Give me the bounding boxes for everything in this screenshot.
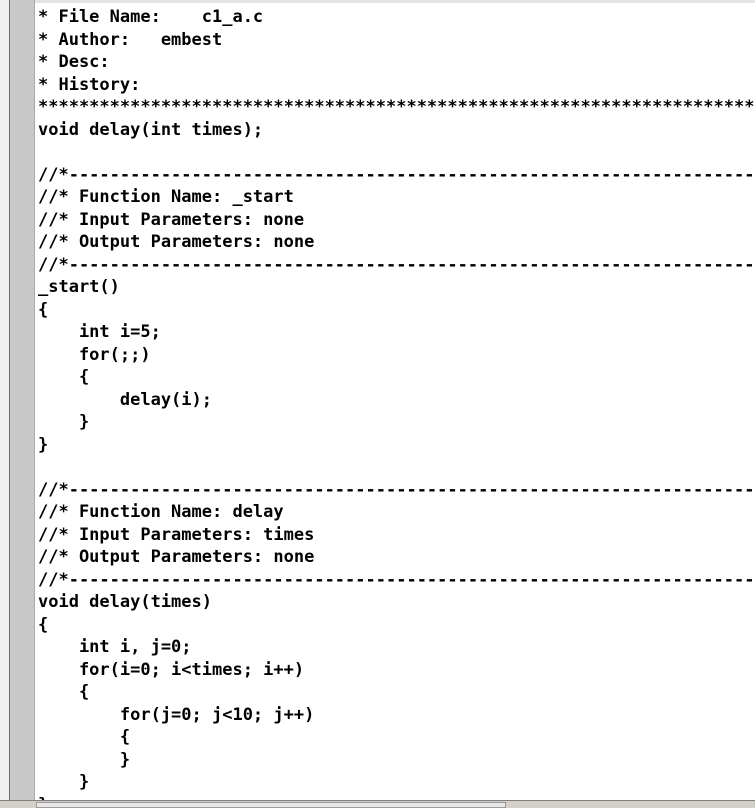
code-line[interactable]: //* Function Name: delay — [38, 502, 284, 522]
window-left-edge — [9, 0, 10, 808]
code-line[interactable]: //*-------------------------------------… — [38, 479, 755, 500]
code-line[interactable]: int i, j=0; — [38, 637, 192, 657]
code-line[interactable]: } — [38, 749, 131, 770]
code-line[interactable]: { — [38, 682, 90, 702]
window-top-border — [0, 0, 755, 3]
code-line[interactable]: for(i=0; i<times; i++) — [38, 659, 305, 680]
code-content[interactable]: * File Name: c1_a.c* Author: embest* Des… — [38, 6, 755, 800]
code-line[interactable]: //* Output Parameters: none — [38, 232, 315, 252]
code-line[interactable]: void delay(int times); — [38, 119, 264, 140]
window-left-border — [0, 0, 9, 808]
code-line[interactable]: * History: — [38, 74, 141, 95]
gutter-divider — [34, 0, 35, 808]
code-line[interactable]: for(;;) — [38, 344, 151, 365]
code-line[interactable]: } — [38, 434, 49, 455]
code-line[interactable]: //* Input Parameters: none — [38, 209, 305, 230]
code-line[interactable]: //*-------------------------------------… — [38, 164, 755, 185]
code-line[interactable]: { — [38, 299, 49, 320]
code-line[interactable] — [38, 141, 755, 164]
code-line[interactable]: _start() — [38, 277, 120, 297]
code-line[interactable] — [38, 456, 755, 479]
code-line[interactable]: void delay(times) — [38, 592, 212, 612]
code-text-area[interactable]: * File Name: c1_a.c* Author: embest* Des… — [35, 3, 755, 800]
code-line[interactable]: * Author: embest — [38, 29, 223, 50]
horizontal-scrollbar[interactable] — [0, 800, 755, 808]
code-line[interactable]: * Desc: — [38, 52, 110, 72]
code-line[interactable]: //* Function Name: _start — [38, 187, 294, 207]
code-line[interactable]: { — [38, 367, 90, 387]
code-line[interactable]: } — [38, 412, 90, 432]
code-line[interactable]: ****************************************… — [38, 97, 755, 117]
horizontal-scrollbar-thumb[interactable] — [36, 802, 506, 808]
code-line[interactable]: * File Name: c1_a.c — [38, 7, 264, 27]
code-line[interactable]: //*-------------------------------------… — [38, 254, 755, 275]
code-line[interactable]: //*-------------------------------------… — [38, 569, 755, 590]
code-line[interactable]: } — [38, 794, 755, 801]
code-line[interactable]: { — [38, 727, 131, 747]
editor-gutter[interactable] — [10, 0, 34, 808]
code-line[interactable]: //* Output Parameters: none — [38, 547, 315, 567]
code-line[interactable]: } — [38, 772, 90, 792]
code-line[interactable]: //* Input Parameters: times — [38, 524, 315, 545]
code-line[interactable]: for(j=0; j<10; j++) — [38, 704, 315, 725]
code-line[interactable]: { — [38, 614, 49, 635]
code-line[interactable]: delay(i); — [38, 389, 212, 410]
code-line[interactable]: int i=5; — [38, 322, 161, 342]
